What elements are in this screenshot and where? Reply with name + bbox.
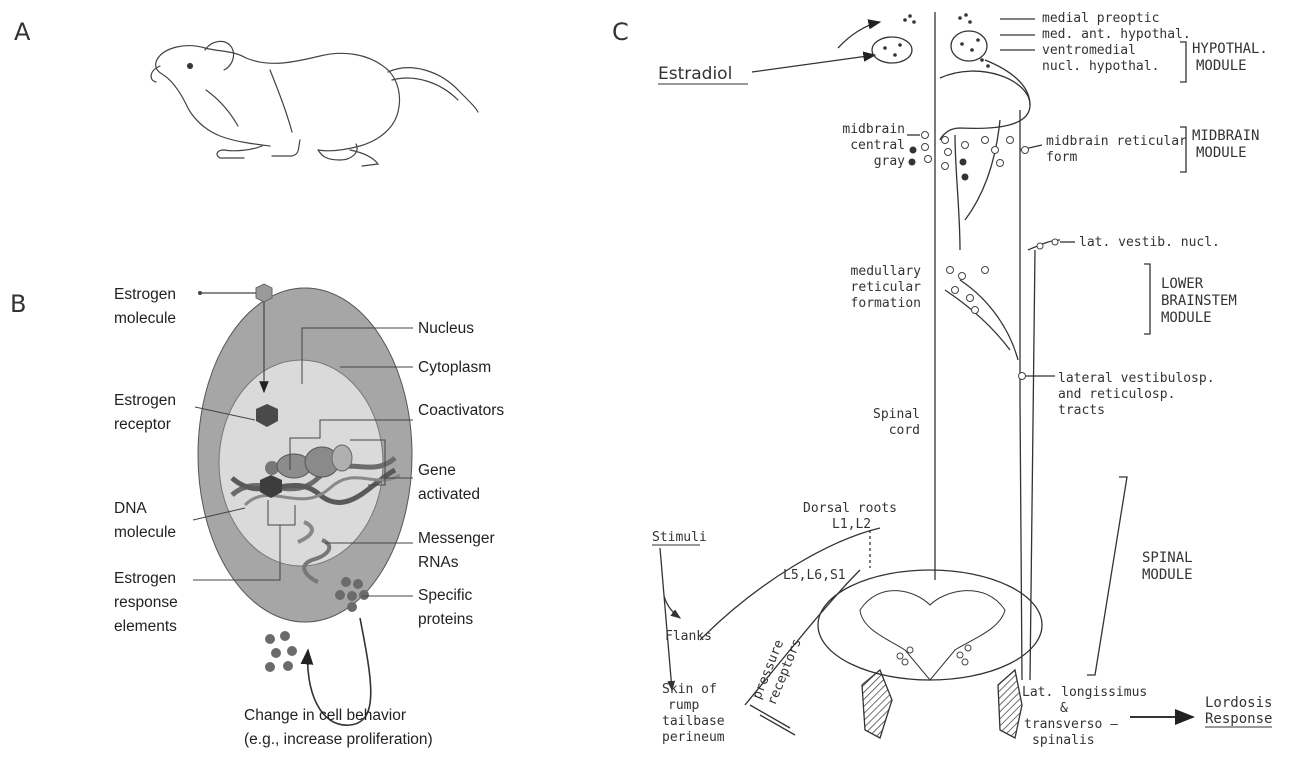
nucl-hypothal-label: nucl. hypothal. xyxy=(1042,59,1159,74)
estrogen-molecule-hexagon xyxy=(256,284,272,302)
l5-l6-s1-label: L5,L6,S1 xyxy=(783,568,846,583)
nucleus-label: Nucleus xyxy=(418,320,474,337)
flanks-label: Flanks xyxy=(665,629,712,644)
rat-drawing xyxy=(151,41,478,166)
estradiol-label: Estradiol xyxy=(658,64,732,84)
coactivators-label: Coactivators xyxy=(418,402,504,419)
lat-vestib-nucl-label: lat. vestib. nucl. xyxy=(1079,235,1220,250)
spinal-cord-cross-section xyxy=(818,570,1042,680)
hypothal-module-label: HYPOTHAL.MODULE xyxy=(1192,41,1268,74)
medial-preoptic-label: medial preoptic xyxy=(1042,11,1159,26)
cytoplasm-label: Cytoplasm xyxy=(418,359,491,376)
med-ant-hypothal-label: med. ant. hypothal. xyxy=(1042,27,1191,42)
ventromedial-label: ventromedial xyxy=(1042,43,1136,58)
change-in-cell-behavior-label: Change in cell behavior(e.g., increase p… xyxy=(244,707,433,748)
lat-longissimus-label: Lat. longissimus&transverso –spinalis xyxy=(1022,685,1147,748)
lateral-vestibulosp-label: lateral vestibulosp.and reticulosp.tract… xyxy=(1058,371,1215,418)
pressure-receptors-label: pressurereceptors xyxy=(750,631,805,708)
stimuli-label: Stimuli xyxy=(652,530,707,545)
